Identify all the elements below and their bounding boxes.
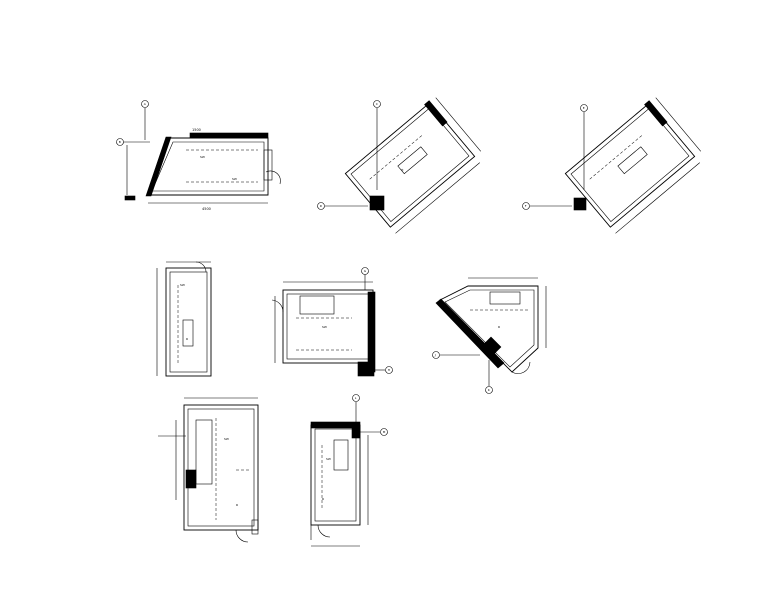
plan-5: SW G H [271, 267, 393, 377]
grid-mark-a: A [144, 102, 147, 106]
plan-8: SW R L M [310, 394, 388, 547]
svg-text:4500: 4500 [202, 207, 211, 211]
grid-mark-g: G [364, 269, 367, 273]
plan-6: R J K [432, 277, 547, 394]
grid-mark-h: H [388, 368, 390, 372]
grid-mark-d: D [320, 204, 323, 208]
grid-bubble-c [373, 100, 381, 108]
grid-bubble-f [522, 202, 530, 210]
grid-mark-c: C [376, 102, 378, 106]
svg-text:SW: SW [224, 437, 229, 441]
plan-1: 1500 4500 SW SW A B [116, 100, 281, 211]
grid-bubble-a [141, 100, 149, 108]
grid-mark-f: F [525, 204, 527, 208]
grid-bubble-k [485, 386, 493, 394]
grid-bubble-d [317, 202, 325, 210]
svg-text:SW: SW [326, 457, 331, 461]
grid-mark-b: B [119, 140, 121, 144]
svg-text:SW: SW [180, 283, 185, 287]
grid-bubble-l [352, 394, 360, 402]
plan-3-labels: E F [522, 104, 588, 211]
grid-mark-l: L [355, 396, 357, 400]
svg-text:R: R [236, 503, 238, 507]
grid-bubble-m [380, 428, 388, 436]
svg-text:R: R [400, 168, 404, 172]
grid-mark-m: M [383, 430, 386, 434]
svg-text:SW: SW [322, 325, 327, 329]
svg-text:R: R [322, 497, 324, 501]
svg-text:1500: 1500 [192, 128, 201, 132]
grid-mark-j: J [434, 353, 436, 357]
svg-text:SW: SW [200, 155, 205, 159]
grid-bubble-j [432, 351, 440, 359]
svg-text:R: R [498, 325, 500, 329]
grid-bubble-b [116, 138, 124, 146]
grid-mark-k: K [488, 388, 491, 392]
plan-2-labels: C D [317, 100, 385, 211]
grid-bubble-h [385, 366, 393, 374]
grid-bubble-e [580, 104, 588, 112]
svg-text:R: R [186, 337, 188, 341]
plan-4: SW R [156, 261, 212, 377]
grid-mark-e: E [583, 106, 585, 110]
plan-3 [564, 97, 701, 234]
svg-text:SW: SW [232, 177, 237, 181]
plan-2: R [344, 97, 481, 234]
plan-7: SW R [158, 397, 259, 543]
grid-bubble-g [361, 267, 369, 275]
